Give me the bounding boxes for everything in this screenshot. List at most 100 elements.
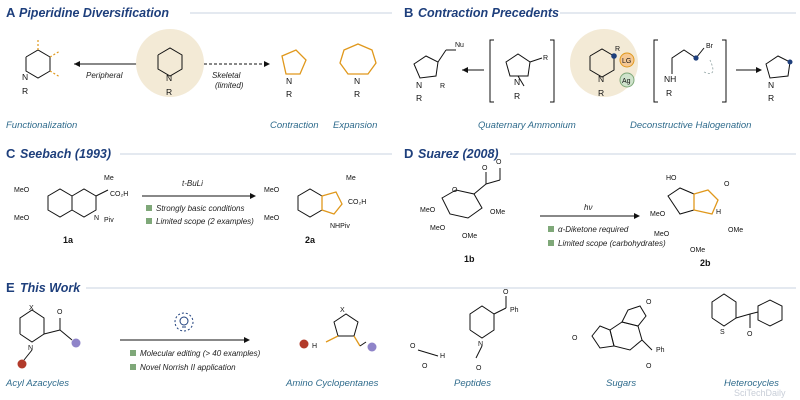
- red-substituent: [17, 359, 27, 369]
- heterocycles-label: Heterocycles: [724, 378, 779, 389]
- atom-ome-2: OMe: [462, 233, 477, 240]
- atom-ome-1: OMe: [728, 227, 743, 234]
- compound-2a: 2a: [305, 235, 316, 245]
- atom-meo-2: MeO: [430, 225, 446, 232]
- leaving-group-badge: [619, 52, 635, 68]
- expansion-label: Expansion: [333, 120, 377, 131]
- bracket-left-open: [489, 39, 494, 103]
- atom-br: Br: [706, 43, 714, 50]
- amino-cyclopentane: X H: [299, 307, 377, 352]
- atom-meo: MeO: [650, 211, 666, 218]
- atom-h: H: [716, 209, 721, 216]
- atom-o-keto: O: [724, 181, 730, 188]
- atom-o-2: O: [646, 299, 652, 306]
- section-e-letter: E: [6, 280, 15, 295]
- functionalization-label: Functionalization: [6, 120, 77, 131]
- atom-r1: R: [615, 46, 620, 53]
- lightbulb-icon: [174, 312, 194, 332]
- compound-2b: 2b: [700, 258, 711, 268]
- section-a: A Piperidine Diversification N R Periphe…: [6, 5, 392, 131]
- watermark: SciTechDaily: [734, 388, 786, 398]
- atom-n: N: [768, 80, 774, 90]
- atom-x: X: [340, 307, 345, 314]
- atom-o-3: O: [422, 363, 428, 370]
- bullet-1: [146, 205, 152, 211]
- bracket-right-close: [722, 39, 727, 103]
- deconstructive-label: Deconstructive Halogenation: [630, 120, 751, 131]
- pyrrolidine-product: Nu N R R: [413, 42, 464, 103]
- atom-o-1: O: [572, 335, 578, 342]
- section-a-letter: A: [6, 5, 16, 20]
- peptide-structure: N O Ph H O O O: [410, 289, 519, 372]
- atom-o-2: O: [410, 343, 416, 350]
- atom-x: X: [29, 305, 34, 312]
- atom-meo-2: MeO: [654, 231, 670, 238]
- lg-label: LG: [622, 58, 631, 65]
- amino-cyclopentanes-label: Amino Cyclopentanes: [285, 378, 379, 389]
- purple-substituent: [367, 342, 377, 352]
- purple-substituent: [71, 338, 81, 348]
- atom-n: N: [22, 72, 28, 82]
- atom-n: N: [28, 345, 33, 352]
- atom-r: R: [22, 86, 28, 96]
- atom-r1: R: [440, 83, 445, 90]
- functionalized-piperidine: N R: [22, 38, 61, 96]
- atom-o-2: O: [496, 159, 502, 166]
- highlight-circle: [136, 29, 204, 97]
- tetrahydroisoquinoline-1a: MeO MeO Me CO₂H N Piv 1a: [14, 175, 128, 245]
- section-c-title: Seebach (1993): [20, 147, 111, 161]
- atom-r: R: [598, 88, 604, 98]
- reagent-tbuli: t-BuLi: [182, 179, 203, 188]
- contraction-label: Contraction: [270, 120, 319, 131]
- atom-meo-1: MeO: [14, 187, 30, 194]
- atom-r: R: [286, 89, 292, 99]
- section-a-title: Piperidine Diversification: [19, 6, 169, 20]
- atom-meo: MeO: [420, 207, 436, 214]
- atom-o-ring: O: [452, 187, 458, 194]
- atom-piv: Piv: [104, 217, 114, 224]
- atom-co2h: CO₂H: [110, 191, 128, 198]
- note-carbohydrates: Limited scope (carbohydrates): [558, 239, 666, 248]
- atom-r: R: [768, 93, 774, 103]
- section-d-title: Suarez (2008): [418, 147, 499, 161]
- atom-r1: R: [543, 55, 548, 62]
- quaternary-label: Quaternary Ammonium: [478, 120, 576, 131]
- atom-n: N: [514, 77, 520, 87]
- bromoamine-intermediate: Br NH R: [664, 43, 714, 98]
- atom-n: N: [166, 73, 172, 83]
- atom-me: Me: [346, 175, 356, 182]
- atom-n: N: [478, 341, 483, 348]
- skeletal-label: Skeletal: [212, 71, 241, 80]
- atom-ome-2: OMe: [690, 247, 705, 254]
- atom-ph: Ph: [510, 307, 519, 314]
- section-d: D Suarez (2008) O O MeO O OMe MeO OMe 1b…: [404, 146, 796, 268]
- atom-n: N: [598, 74, 604, 84]
- atom-meo-2: MeO: [14, 215, 30, 222]
- atom-nu: Nu: [455, 42, 464, 49]
- pyrrolidine-halogenation-product: N R: [765, 55, 793, 103]
- atom-o-3: O: [646, 363, 652, 370]
- bicyclic-2b: HO O H MeO OMe MeO OMe 2b: [650, 175, 743, 268]
- note-diketone: α-Diketone required: [558, 225, 629, 234]
- sugars-label: Sugars: [606, 378, 636, 389]
- azepane-expansion: N R: [339, 43, 377, 99]
- aziridinium-intermediate: N R R: [505, 53, 548, 101]
- atom-n: N: [94, 215, 99, 222]
- atom-meo-2: MeO: [264, 215, 280, 222]
- atom-ph: Ph: [656, 347, 665, 354]
- activated-piperidine: N R R LG Ag: [589, 46, 635, 98]
- compound-1b: 1b: [464, 254, 475, 264]
- reagent-hv: hν: [584, 203, 592, 212]
- atom-o: O: [57, 309, 63, 316]
- atom-nh: NH: [664, 74, 676, 84]
- indane-2a: MeO MeO Me CO₂H NHPiv 2a: [264, 175, 366, 245]
- compound-1a: 1a: [63, 235, 74, 245]
- bullet-3: [548, 226, 554, 232]
- pyranose-1b: O O MeO O OMe MeO OMe 1b: [420, 159, 505, 264]
- bracket-left-close: [550, 39, 555, 103]
- skeletal-note: (limited): [215, 81, 244, 90]
- section-c: C Seebach (1993) MeO MeO Me CO₂H N Piv 1…: [6, 146, 392, 245]
- note-editing: Molecular editing (> 40 examples): [140, 349, 261, 358]
- heterocycle-structure: S O: [711, 293, 783, 338]
